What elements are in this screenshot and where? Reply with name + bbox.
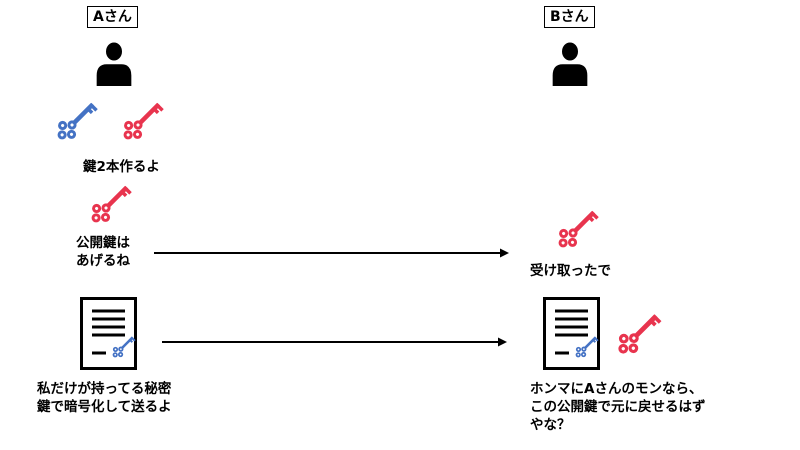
person-icon <box>550 41 590 86</box>
document-icon <box>80 297 137 370</box>
caption-make-keys: 鍵2本作るよ <box>83 159 160 175</box>
red-key-icon <box>547 203 603 259</box>
document-icon <box>543 297 600 370</box>
caption-send-encrypted: 私だけが持ってる秘密 鍵で暗号化して送るよ <box>37 381 172 415</box>
participant-a-label: Aさん <box>87 6 138 28</box>
red-key-icon <box>606 306 666 366</box>
arrow-right-icon <box>154 248 509 258</box>
person-icon <box>94 41 134 86</box>
red-key-icon <box>112 95 168 151</box>
blue-key-icon <box>106 332 138 364</box>
caption-decrypt-check: ホンマにAさんのモンなら、 この公開鍵で元に戻せるはず やな？ <box>530 381 706 433</box>
blue-key-icon <box>569 332 601 364</box>
caption-give-public-key: 公開鍵は あげるね <box>76 235 130 269</box>
arrow-right-icon <box>162 337 507 347</box>
participant-b-label: Bさん <box>544 6 595 28</box>
caption-received: 受け取ったで <box>530 263 611 279</box>
red-key-icon <box>80 178 136 234</box>
blue-key-icon <box>46 95 102 151</box>
